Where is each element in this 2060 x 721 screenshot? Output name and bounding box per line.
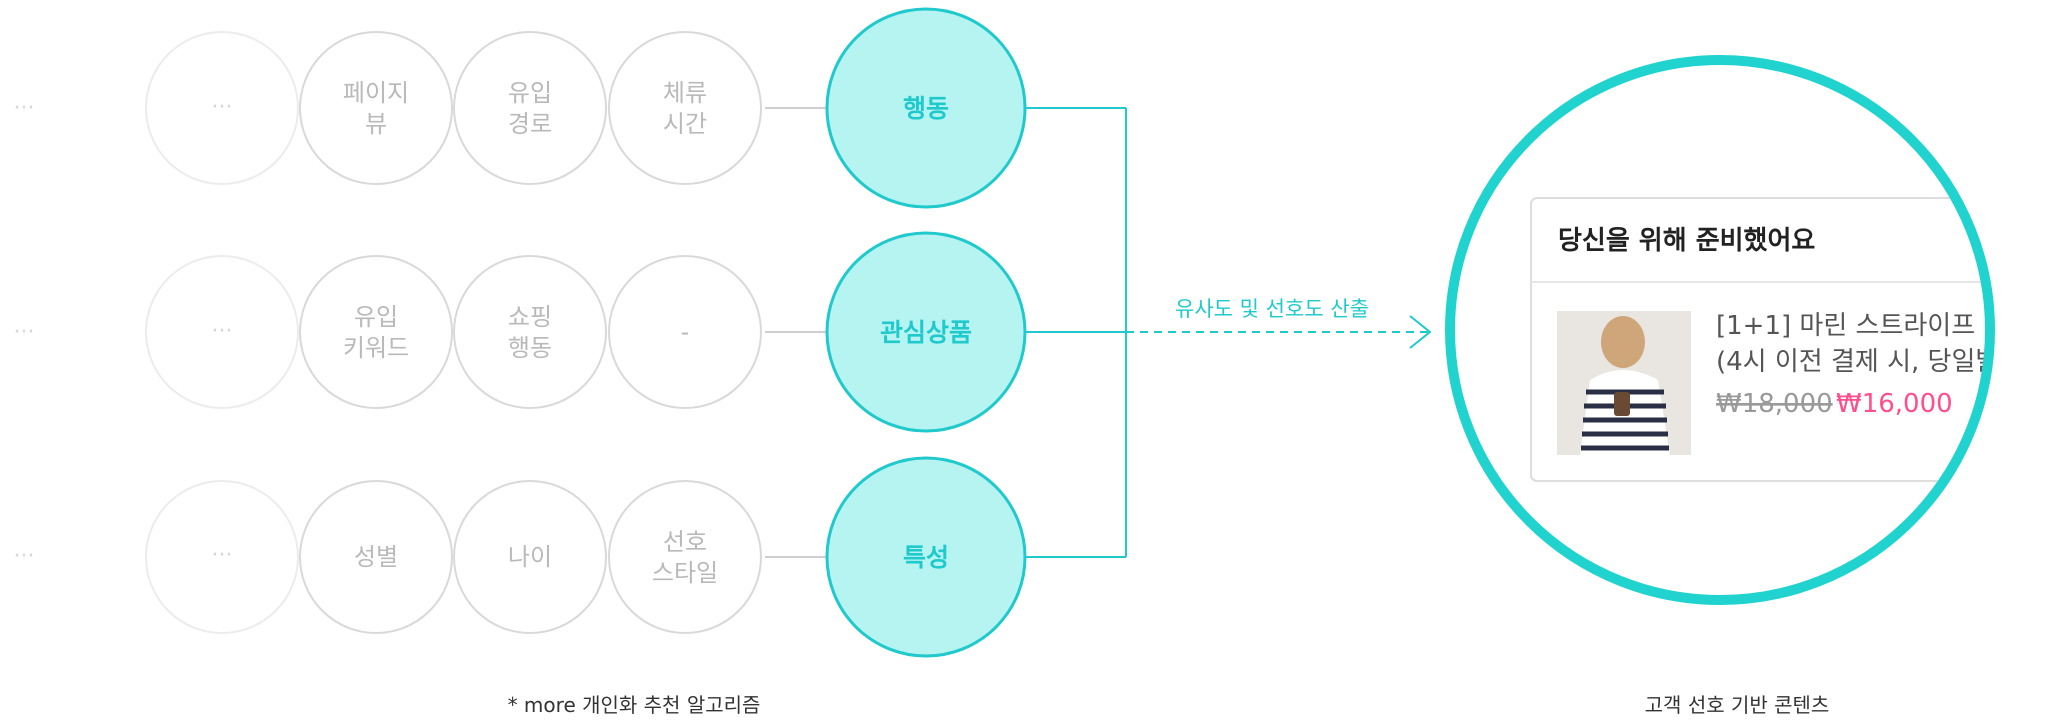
node-label: 키워드: [343, 334, 409, 362]
flow-label: 유사도 및 선호도 산출: [1175, 297, 1369, 321]
node-ellipsis: [145, 255, 299, 409]
flow-arrow: 유사도 및 선호도 산출: [1126, 297, 1432, 349]
node-label: 페이지: [343, 79, 409, 107]
node-label: 경로: [508, 110, 552, 138]
node-age: [453, 480, 607, 634]
product-note: (4시 이전 결제 시, 당일발송!): [1716, 347, 2044, 377]
row-behavior: ··· ··· 페이지 뷰 유입 경로 체류 시간 행동: [14, 7, 1027, 209]
node-label: 쇼핑: [508, 303, 552, 331]
row-ellipsis: ···: [14, 320, 35, 345]
card-title: 당신을 위해 준비했어요: [1558, 226, 1815, 256]
node-label: -: [681, 318, 690, 346]
preview-circle-border: [1445, 55, 1995, 605]
node-label: 유입: [508, 79, 552, 107]
left-caption: * more 개인화 추천 알고리즘: [508, 693, 761, 717]
node-ellipsis: [145, 480, 299, 634]
sale-price: ₩16,000: [1836, 389, 1953, 419]
node-stay-time: [608, 31, 762, 185]
product-name[interactable]: [1+1] 마린 스트라이프 티셔츠: [1716, 311, 2055, 341]
node-gender: [299, 480, 453, 634]
node-empty: [608, 255, 762, 409]
node-label: 행동: [508, 334, 552, 362]
node-label: 성별: [354, 543, 398, 571]
node-ellipsis-label: ···: [212, 319, 233, 344]
main-node-label: 특성: [903, 543, 949, 572]
node-label: 시간: [663, 110, 707, 138]
node-ellipsis-label: ···: [212, 543, 233, 568]
row-characteristics: ··· ··· 성별 나이 선호 스타일 특성: [14, 456, 1027, 658]
connector-bracket: [1025, 107, 1127, 558]
node-label: 선호: [663, 528, 707, 556]
close-icon[interactable]: [1994, 226, 2024, 256]
node-page-view: [299, 31, 453, 185]
node-ellipsis-label: ···: [212, 95, 233, 120]
main-node-label: 관심상품: [880, 318, 972, 347]
node-preferred-style: [608, 480, 762, 634]
preview-circle: 당신을 위해 준비했어요 [1+1] 마: [1445, 55, 2055, 605]
row-ellipsis: ···: [14, 96, 35, 121]
original-price: ₩18,000: [1716, 389, 1833, 419]
row-interest: ··· ··· 유입 키워드 쇼핑 행동 - 관심상품: [14, 231, 1027, 433]
node-inflow-keyword: [299, 255, 453, 409]
node-label: 체류: [663, 79, 707, 107]
node-label: 유입: [354, 303, 398, 331]
node-label: 스타일: [652, 559, 718, 587]
row-ellipsis: ···: [14, 544, 35, 569]
product-thumbnail[interactable]: [1557, 311, 1691, 455]
main-node-label: 행동: [903, 94, 949, 123]
node-label: 뷰: [365, 110, 387, 138]
node-ellipsis: [145, 31, 299, 185]
right-caption: 고객 선호 기반 콘텐츠: [1645, 693, 1830, 717]
node-shopping-behavior: [453, 255, 607, 409]
node-label: 나이: [508, 543, 552, 571]
node-inflow-path: [453, 31, 607, 185]
